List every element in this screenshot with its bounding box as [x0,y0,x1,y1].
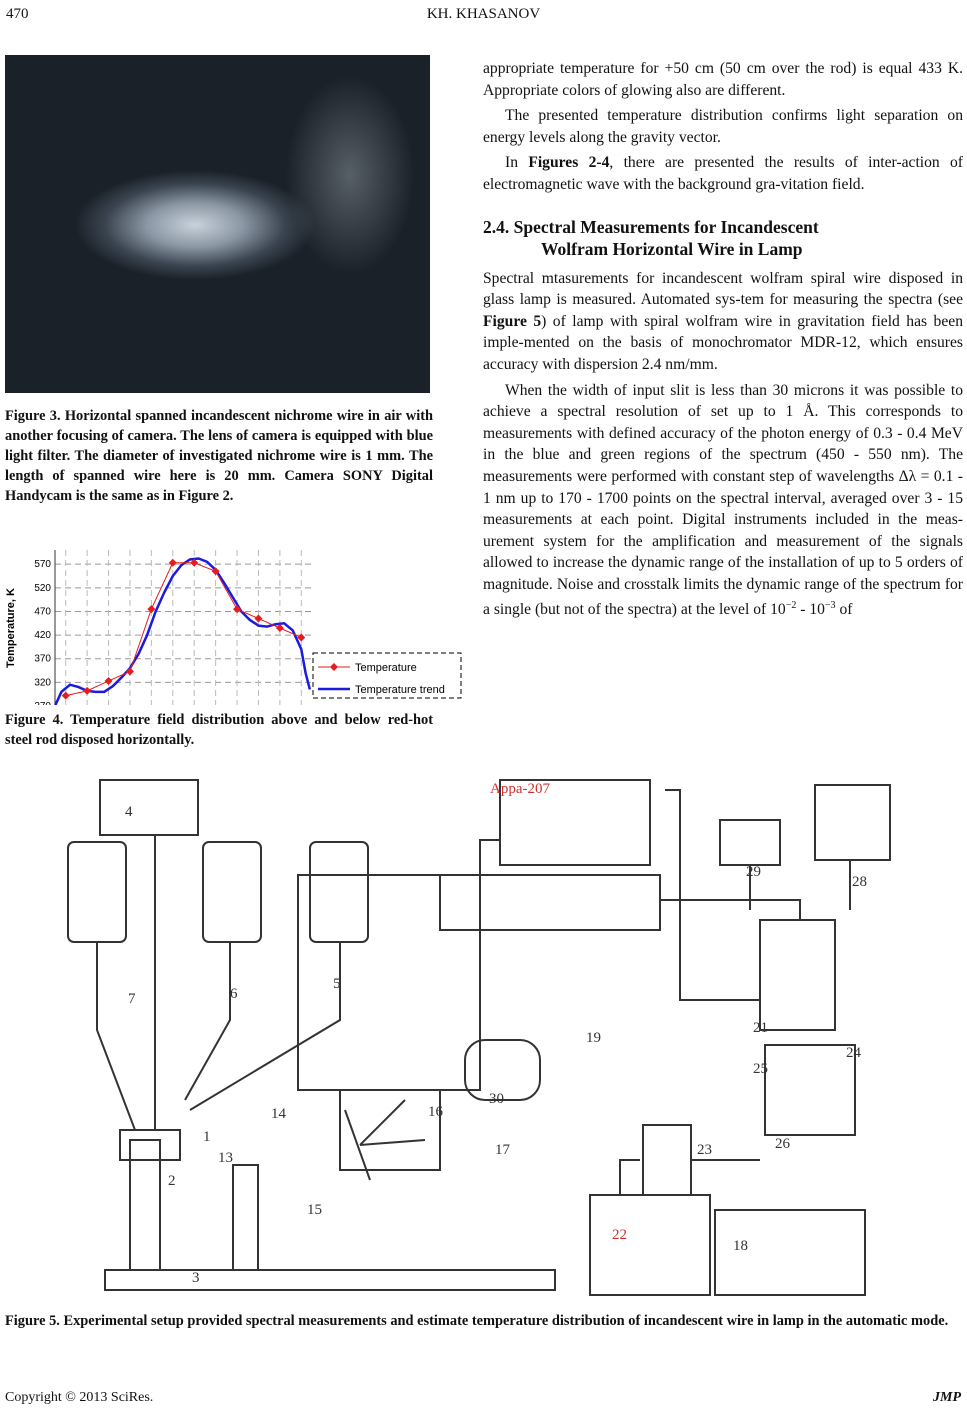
label-15: 15 [307,1202,322,1218]
label-2: 2 [168,1173,176,1189]
temperature-point [61,691,70,700]
temperature-point [83,686,92,695]
legend-label: Temperature trend [355,684,445,696]
paragraph: appropriate temperature for +50 cm (50 c… [483,60,963,99]
paragraph: Spectral mtasurements for incandescent w… [483,269,963,373]
y-tick-label: 520 [34,583,51,594]
temperature-point [147,605,156,614]
appa-207 [499,779,651,866]
label-1: 1 [203,1129,211,1145]
paragraph: In Figures 2-4, there are presented the … [483,154,963,193]
y-tick-label: 570 [34,559,51,570]
temperature-point [125,667,134,676]
figure3-photo [5,55,430,393]
label-4: 4 [125,804,133,820]
label-28: 28 [852,874,867,890]
figure5-setup-diagram: 4 7 6 5 Appa-207 19 29 28 21 24 25 30 16… [67,779,891,1296]
controller-19 [439,874,661,931]
y-tick-label: 270 [34,701,51,705]
y-tick-label: 420 [34,630,51,641]
device-22 [589,1194,711,1296]
trend-line [54,557,312,705]
label-13: 13 [218,1150,233,1166]
running-title: KH. KHASANOV [426,6,541,22]
figure5-caption: Figure 5. Experimental setup provided sp… [5,1313,949,1329]
y-tick-label: 320 [34,677,51,688]
temperature-point [211,567,220,576]
legend-marker [330,663,338,671]
label-29: 29 [746,864,761,880]
label-16: 16 [428,1104,444,1120]
y-tick-label: 370 [34,654,51,665]
temperature-point [233,605,242,614]
legend-label: Temperature [355,662,417,674]
legend-box [312,652,462,699]
computer-24 [759,919,836,1031]
section-heading: 2.4. Spectral Measurements for Incandesc… [483,216,819,259]
journal-name: JMP [933,1390,961,1405]
temperature-line [65,562,302,697]
figure3-caption: Figure 3. Horizontal spanned incandescen… [5,408,433,504]
page-number: 470 [6,6,29,22]
right-column-text: appropriate temperature for +50 cm (50 c… [483,58,963,621]
label-6: 6 [230,986,238,1002]
monitor-28 [814,784,891,861]
lamp-17 [464,1039,541,1101]
label-5: 5 [333,976,341,992]
temperature-point [297,633,306,642]
multimeter-7 [67,841,127,943]
printer-29 [719,819,781,866]
figure4-caption: Figure 4. Temperature field distribution… [5,712,433,748]
multimeter-5 [309,841,369,943]
label-25: 25 [753,1061,768,1077]
figure4-chart: 270320370420470520570-50-40-30-20-100102… [5,550,462,705]
label-24: 24 [846,1045,862,1061]
copyright: Copyright © 2013 SciRes. [5,1390,154,1405]
label-18: 18 [733,1238,748,1254]
temperature-point [190,558,199,567]
label-22: 22 [612,1227,627,1243]
monochromator [297,874,481,1091]
device-23 [642,1124,692,1196]
device-26 [764,1044,856,1136]
label-appa: Appa-207 [490,781,550,797]
label-7: 7 [128,991,136,1007]
temperature-point [254,614,263,623]
label-30: 30 [489,1091,504,1107]
label-14: 14 [271,1106,287,1122]
paragraph: The presented temperature distribution c… [483,107,963,146]
temperature-point [168,558,177,567]
multimeter-6 [202,841,262,943]
y-tick-label: 470 [34,606,51,617]
temperature-point [104,676,113,685]
label-26: 26 [775,1136,791,1152]
label-19: 19 [586,1030,601,1046]
label-21: 21 [753,1020,768,1036]
paragraph: When the width of input slit is less tha… [483,381,963,619]
device-18 [714,1209,866,1296]
temperature-point [275,624,284,632]
label-3: 3 [192,1270,200,1286]
y-axis-label: Temperature, K [5,588,17,668]
instrument-4 [99,779,199,836]
label-17: 17 [495,1142,511,1158]
label-23: 23 [697,1142,712,1158]
